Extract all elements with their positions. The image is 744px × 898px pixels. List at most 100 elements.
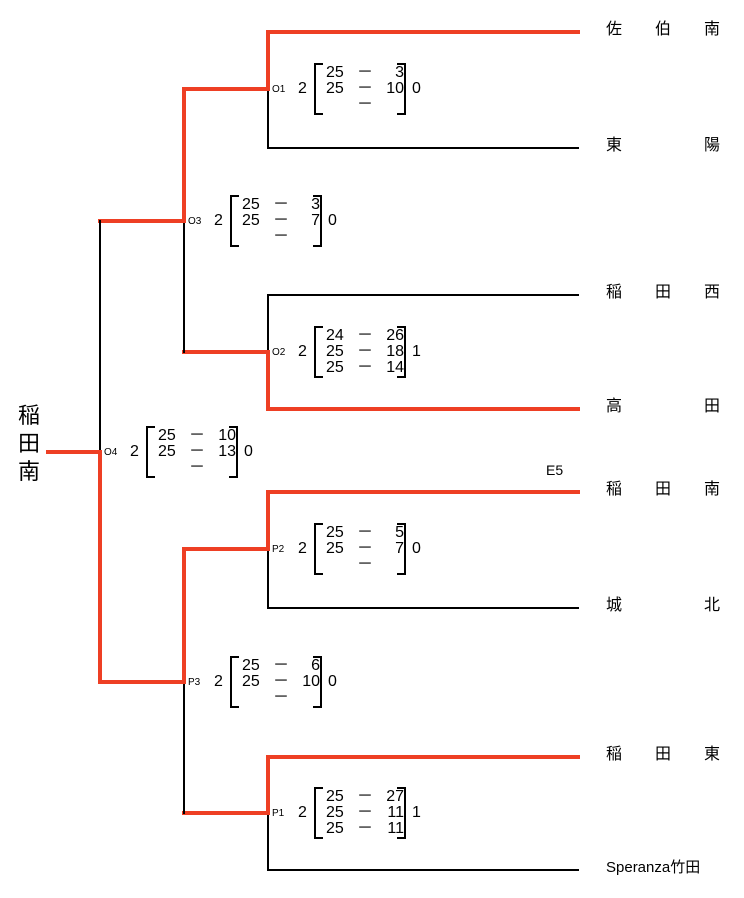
match-code: O3	[188, 215, 202, 227]
set-score-row: －	[242, 229, 322, 245]
set-points-winner	[242, 229, 266, 245]
set-score-row: －	[326, 557, 406, 573]
set-points-loser: 7	[395, 540, 404, 557]
team-name-char: Speranza竹田	[606, 859, 701, 876]
set-points-loser	[296, 690, 320, 706]
set-score-row: 25 － 7	[326, 541, 406, 557]
sets-won: 2	[298, 80, 307, 97]
set-score-row: 25 － 11	[326, 821, 406, 837]
set-points-winner	[326, 557, 350, 573]
set-score-row: 25－3	[326, 65, 406, 81]
sets-lost: 0	[328, 673, 337, 690]
team-name-char: 佐	[606, 21, 623, 38]
team-name-char: 田	[654, 284, 671, 301]
set-points-winner: 25	[326, 524, 344, 541]
set-points-winner: 25	[242, 657, 260, 674]
set-points-winner	[242, 690, 266, 706]
set-dash: －	[272, 673, 289, 690]
set-score-row: 25－13	[158, 444, 238, 460]
set-points-loser: 11	[387, 820, 404, 837]
set-score-row: 25 － 6	[242, 658, 322, 674]
set-points-loser: 26	[386, 327, 404, 344]
set-score-row: 25－10	[158, 428, 238, 444]
set-points-loser: 18	[386, 343, 404, 360]
set-dash: －	[356, 556, 373, 573]
set-dash: －	[356, 820, 373, 837]
match-code: P3	[188, 676, 201, 688]
set-score-row: 25－5	[326, 525, 406, 541]
set-dash: －	[356, 327, 373, 344]
team-name: 東陽	[606, 137, 720, 155]
team-name-char: 東	[703, 746, 720, 763]
set-points-loser: 10	[302, 673, 320, 690]
set-score-row: －	[158, 460, 238, 476]
set-points-winner: 25	[326, 788, 344, 805]
set-points-loser: 5	[395, 524, 404, 541]
team-name-char: 伯	[654, 21, 671, 38]
set-points-winner: 25	[326, 540, 344, 557]
set-points-winner: 25	[326, 359, 344, 376]
set-points-winner: 25	[242, 196, 260, 213]
set-dash: －	[188, 459, 205, 476]
set-points-winner: 24	[326, 327, 344, 344]
team-name-char: 東	[606, 137, 623, 154]
set-points-winner: 25	[326, 343, 344, 360]
team-name-char: 稲	[606, 746, 623, 763]
set-score-row: 25 － 14	[326, 360, 406, 376]
set-dash: －	[356, 788, 373, 805]
set-points-loser: 3	[395, 64, 404, 81]
sets-lost: 1	[412, 804, 421, 821]
team-name: 佐伯南	[606, 21, 720, 39]
sets-lost: 0	[412, 540, 421, 557]
set-points-loser	[296, 229, 320, 245]
sets-won: 2	[130, 443, 139, 460]
set-points-loser: 27	[386, 788, 404, 805]
set-points-loser: 6	[311, 657, 320, 674]
set-score-row: 25－7	[242, 213, 322, 229]
set-score-row: 25 － 18	[326, 344, 406, 360]
set-points-winner: 25	[158, 427, 176, 444]
sets-lost: 0	[328, 212, 337, 229]
champion-char: 稲	[17, 403, 40, 428]
set-dash: －	[356, 343, 373, 360]
set-dash: －	[272, 689, 289, 706]
team-name-char: 田	[703, 398, 720, 415]
round-tag: E5	[546, 462, 564, 478]
team-name-char: 城	[606, 597, 623, 614]
set-points-loser	[212, 460, 236, 476]
set-scores: 24 － 26 25 － 18 25 － 14	[314, 326, 406, 378]
set-dash: －	[272, 657, 289, 674]
set-points-winner: 25	[326, 804, 344, 821]
sets-won: 2	[214, 212, 223, 229]
set-points-loser: 13	[218, 443, 236, 460]
set-points-loser	[380, 557, 404, 573]
team-name-char: 田	[654, 746, 671, 763]
sets-won: 2	[298, 804, 307, 821]
team-name: 城北	[606, 597, 720, 615]
set-points-winner: 25	[242, 673, 260, 690]
team-name: Speranza竹田	[606, 859, 720, 877]
set-dash: －	[356, 540, 373, 557]
set-score-row: －	[242, 690, 322, 706]
set-points-winner: 25	[326, 820, 344, 837]
champion-char: 南	[17, 459, 40, 484]
match-code: O2	[272, 346, 286, 358]
set-dash: －	[272, 212, 289, 229]
set-dash: －	[356, 359, 373, 376]
team-name-char: 高	[606, 398, 623, 415]
match-code: O1	[272, 83, 286, 95]
set-points-loser: 7	[311, 212, 320, 229]
set-score-row: 25 － 10	[242, 674, 322, 690]
set-score-row: 25－3	[242, 197, 322, 213]
set-points-loser: 14	[386, 359, 404, 376]
set-points-winner: 25	[158, 443, 176, 460]
set-points-winner	[326, 97, 350, 113]
